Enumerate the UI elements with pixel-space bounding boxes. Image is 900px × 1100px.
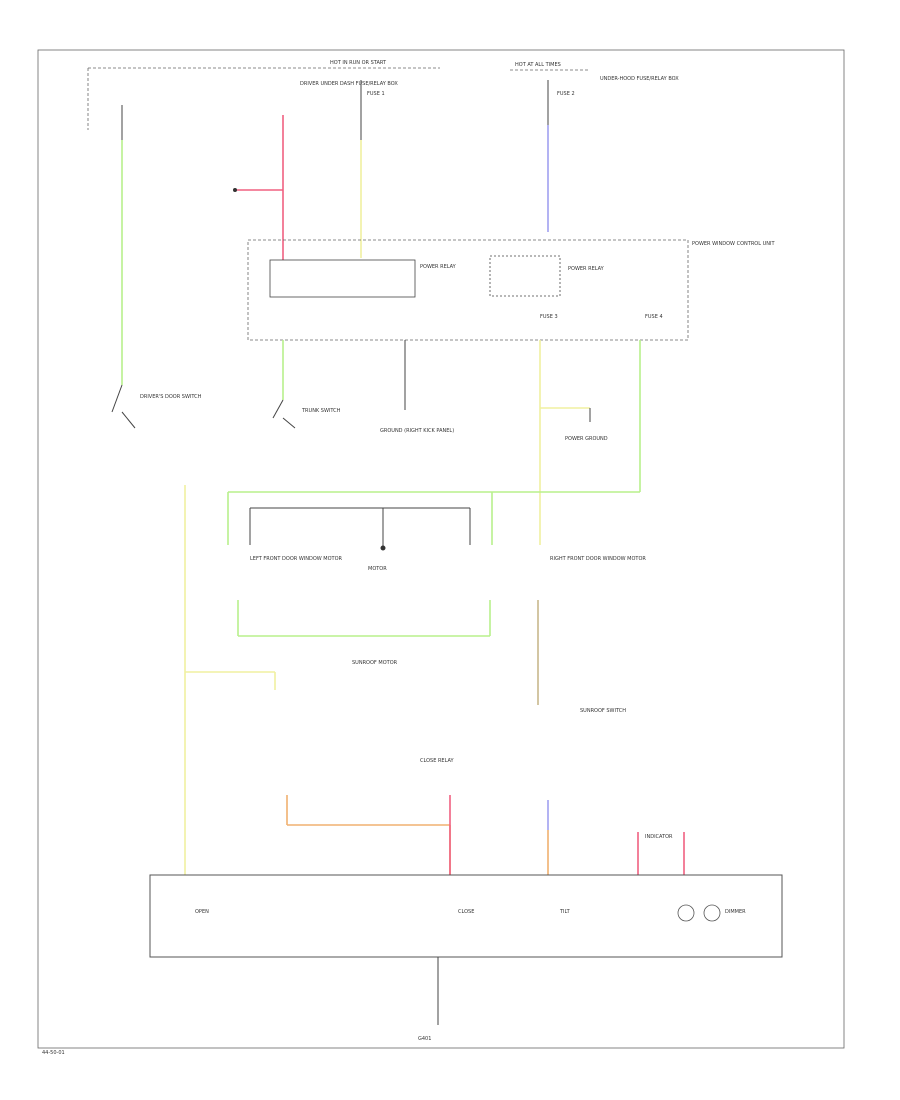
fuse-label-1: FUSE 1 (367, 91, 385, 97)
open-label: OPEN (195, 909, 209, 915)
sunroof-switch-box (149, 874, 783, 958)
page-code: 44-50-01 (42, 1050, 65, 1056)
power-box-label: POWER WINDOW CONTROL UNIT (692, 241, 775, 247)
under-dash-box-label: DRIVER UNDER DASH FUSE/RELAY BOX (300, 81, 398, 87)
under-hood-box-label: UNDER-HOOD FUSE/RELAY BOX (600, 76, 679, 82)
motor-center-node (380, 545, 386, 551)
drivers-door-switch-label: DRIVER'S DOOR SWITCH (140, 394, 202, 400)
power-relay-right-label: POWER RELAY (568, 266, 605, 272)
drivers-door-switch-blade (111, 384, 123, 413)
drivers-door-switch-gnd (121, 411, 136, 429)
lamp-2 (703, 904, 721, 922)
power-ground-label: POWER GROUND (565, 436, 608, 442)
ground-g-label: GROUND (RIGHT KICK PANEL) (380, 428, 454, 434)
left-motor-label: LEFT FRONT DOOR WINDOW MOTOR (250, 556, 343, 562)
fuse-label-2: FUSE 2 (557, 91, 575, 97)
power-relay-label: POWER RELAY (420, 264, 457, 270)
diagram-frame (37, 49, 845, 1049)
tilt-label: TILT (559, 909, 571, 915)
ground-bottom-label: G401 (418, 1036, 431, 1042)
close-relay-label: CLOSE RELAY (420, 758, 455, 764)
hot-label-a: HOT IN RUN OR START (330, 60, 387, 66)
relay-block-left (269, 259, 416, 298)
power-window-control-box (247, 239, 689, 341)
trunk-switch-label: TRUNK SWITCH (301, 408, 341, 414)
relay-block-right (489, 255, 561, 297)
hot-label-b: HOT AT ALL TIMES (515, 62, 561, 68)
close-label: CLOSE (458, 909, 474, 915)
fuse3-label: FUSE 3 (540, 314, 558, 320)
fuse4-label: FUSE 4 (645, 314, 663, 320)
lamp-1 (677, 904, 695, 922)
motor-center-label: MOTOR (368, 566, 387, 572)
trunk-switch-gnd (282, 417, 296, 429)
roof-switch-label: SUNROOF SWITCH (580, 708, 626, 714)
connector-red (233, 188, 237, 192)
sunroof-motor-label: SUNROOF MOTOR (352, 660, 398, 666)
dimmer-label: DIMMER (725, 909, 746, 915)
indicator-label: INDICATOR (645, 834, 673, 840)
trunk-switch-blade (272, 399, 284, 419)
right-motor-label: RIGHT FRONT DOOR WINDOW MOTOR (550, 556, 646, 562)
